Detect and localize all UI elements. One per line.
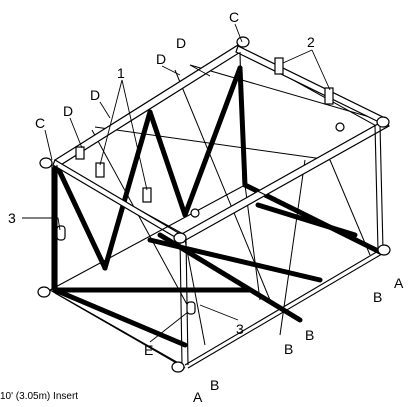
pin-lug xyxy=(37,286,51,298)
bracket xyxy=(324,87,334,105)
callout-c-left: C xyxy=(35,115,45,131)
dark-lacing xyxy=(52,65,383,348)
vertical xyxy=(185,237,189,366)
bracket xyxy=(274,57,284,75)
leader-line xyxy=(311,49,331,91)
callout-d-2: D xyxy=(156,51,166,67)
leader-line xyxy=(22,217,61,231)
leader-line xyxy=(69,117,83,149)
leader-line xyxy=(121,79,148,191)
callout-labels: C C D D D D 1 2 3 3 A A B B B B E xyxy=(8,9,404,405)
callout-c-top: C xyxy=(229,9,239,25)
chord xyxy=(184,249,381,366)
callout-two: 2 xyxy=(307,34,315,50)
leader-line xyxy=(99,101,111,119)
pin-lug xyxy=(39,157,53,169)
callout-e: E xyxy=(144,342,153,358)
lacing-bar xyxy=(174,69,271,301)
pin-lug xyxy=(335,122,345,132)
lacing-bar xyxy=(147,109,188,218)
callout-a-bottom: A xyxy=(193,389,203,405)
callout-b-1: B xyxy=(373,289,382,305)
vertical xyxy=(239,51,244,186)
lacing-bar xyxy=(55,165,108,271)
callout-b-3: B xyxy=(284,341,293,357)
callout-b-2: B xyxy=(305,327,314,343)
chord xyxy=(187,253,383,369)
lacing-bar xyxy=(184,239,206,346)
callout-one: 1 xyxy=(117,65,125,81)
lacing-bar xyxy=(102,109,153,271)
bracket xyxy=(142,187,152,203)
lacing-bar xyxy=(329,159,371,256)
connector-lugs xyxy=(37,36,391,373)
vertical xyxy=(379,124,384,251)
figure-caption: 10' (3.05m) Insert xyxy=(0,391,79,402)
pin-lug xyxy=(376,116,390,128)
callout-a-right: A xyxy=(394,275,404,291)
leader-line xyxy=(149,311,189,343)
lacing-bar xyxy=(157,232,303,323)
leader-line xyxy=(99,79,123,166)
vertical xyxy=(179,237,183,366)
leader-line xyxy=(161,65,181,76)
leader-line xyxy=(234,23,243,43)
pin-lug xyxy=(236,36,250,48)
chord xyxy=(49,184,246,291)
lacing-bar xyxy=(91,129,191,311)
leader-line xyxy=(44,129,53,161)
lacing-bar xyxy=(94,126,331,161)
pin-lug xyxy=(190,208,200,218)
callout-three-left: 3 xyxy=(8,210,16,226)
pin-lug xyxy=(56,225,66,241)
bracket xyxy=(95,162,105,178)
chord xyxy=(244,184,381,251)
pin-lug xyxy=(186,301,196,315)
callout-d-1: D xyxy=(176,35,186,51)
callout-d-3: D xyxy=(90,87,100,103)
leader-lines xyxy=(22,23,331,343)
pin-lug xyxy=(377,244,391,256)
chord xyxy=(54,292,186,369)
leader-line xyxy=(189,64,211,77)
callout-d-4: D xyxy=(63,103,73,119)
leader-line xyxy=(282,49,313,64)
callout-three-bottom: 3 xyxy=(236,321,244,337)
lacing-bar xyxy=(52,287,188,348)
main-chords xyxy=(49,44,390,369)
pin-lug xyxy=(173,232,187,244)
lacing-bar xyxy=(279,159,306,336)
pin-lug xyxy=(171,361,185,373)
lacing-bar xyxy=(182,65,243,218)
callout-b-4: B xyxy=(210,377,219,393)
vertical xyxy=(374,124,379,251)
bracket xyxy=(75,146,85,160)
leader-line xyxy=(199,304,239,321)
